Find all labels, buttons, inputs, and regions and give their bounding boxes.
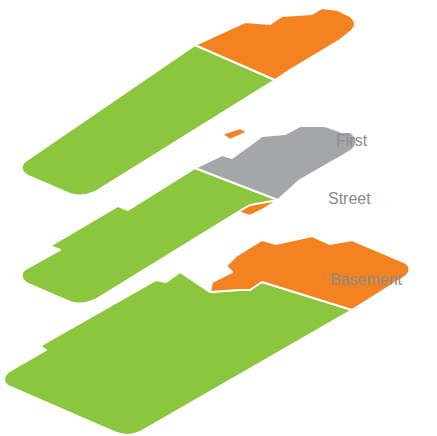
street-orange-b: [238, 200, 278, 216]
basement-green: [4, 272, 352, 435]
basement-orange: [210, 236, 410, 310]
street-orange-a: [222, 128, 248, 140]
street-gray: [195, 126, 357, 200]
first-orange: [195, 8, 355, 80]
floor-label: Basement: [330, 272, 402, 288]
floor-label: First: [336, 133, 367, 149]
floor-label: Street: [328, 191, 371, 207]
